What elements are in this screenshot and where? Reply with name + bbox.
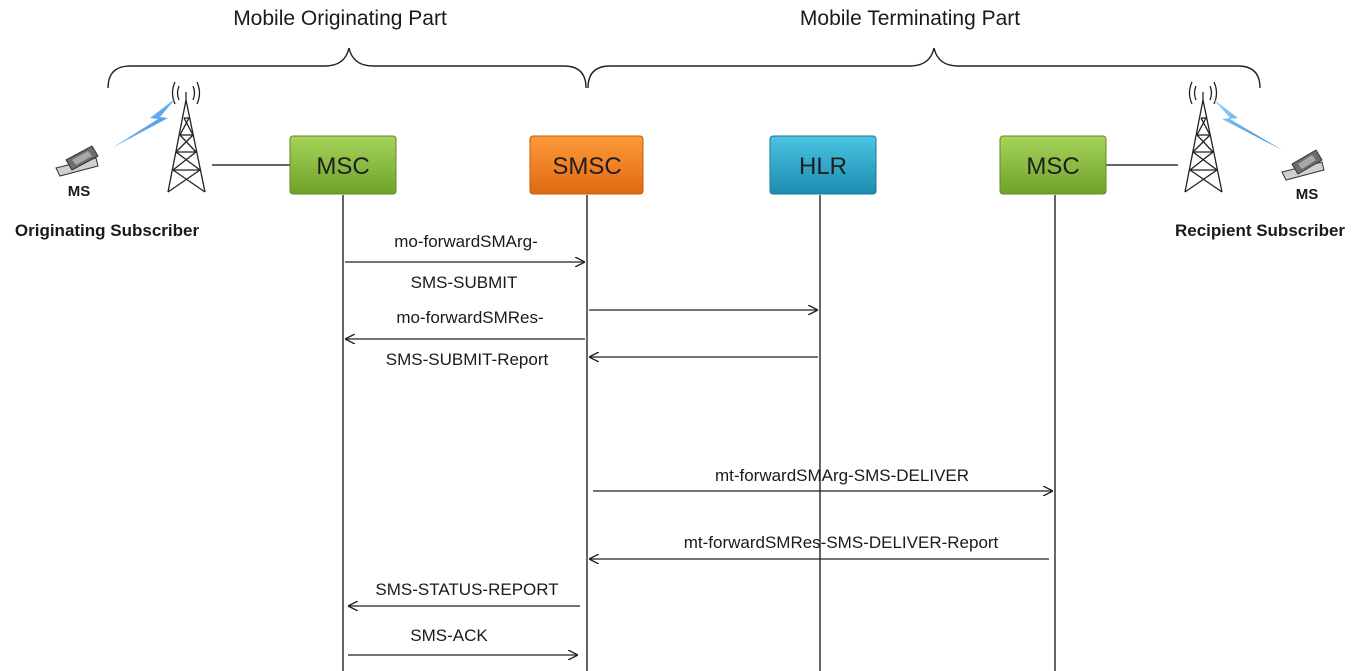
left-tower-icon <box>167 81 206 193</box>
mt-forward-res-label: mt-forwardSMRes-SMS-DELIVER-Report <box>684 533 999 552</box>
sms-status-report-label: SMS-STATUS-REPORT <box>375 580 558 599</box>
right-tower-icon <box>1184 81 1223 193</box>
right-ms-label: MS <box>1296 186 1319 203</box>
left-signal-bolt <box>112 98 176 148</box>
right-ms-phone-icon <box>1281 149 1325 181</box>
mo-forward-res-label-2: SMS-SUBMIT-Report <box>386 350 549 369</box>
mo-forward-arg-label-1: mo-forwardSMArg- <box>394 232 538 251</box>
smsc-label: SMSC <box>552 153 621 180</box>
mobile-originating-part-title: Mobile Originating Part <box>233 7 447 30</box>
msc-right-node: MSC <box>999 135 1107 195</box>
mo-forward-arg-label-2: SMS-SUBMIT <box>411 273 518 292</box>
smsc-node: SMSC <box>529 135 644 195</box>
mo-forward-res-label-1: mo-forwardSMRes- <box>396 308 543 327</box>
mt-forward-arg-label: mt-forwardSMArg-SMS-DELIVER <box>715 466 969 485</box>
terminating-brace <box>587 47 1261 89</box>
originating-subscriber-label: Originating Subscriber <box>15 221 200 240</box>
msc-right-label: MSC <box>1026 153 1079 180</box>
mobile-terminating-part-title: Mobile Terminating Part <box>800 7 1020 30</box>
hlr-label: HLR <box>799 153 847 180</box>
recipient-subscriber-label: Recipient Subscriber <box>1175 221 1345 240</box>
msc-left-node: MSC <box>289 135 397 195</box>
hlr-node: HLR <box>769 135 877 195</box>
msc-left-label: MSC <box>316 153 369 180</box>
left-ms-label: MS <box>68 183 91 200</box>
right-signal-bolt <box>1212 98 1282 150</box>
left-ms-phone-icon <box>55 145 99 177</box>
sms-ack-label: SMS-ACK <box>410 626 488 645</box>
originating-brace <box>107 47 587 89</box>
